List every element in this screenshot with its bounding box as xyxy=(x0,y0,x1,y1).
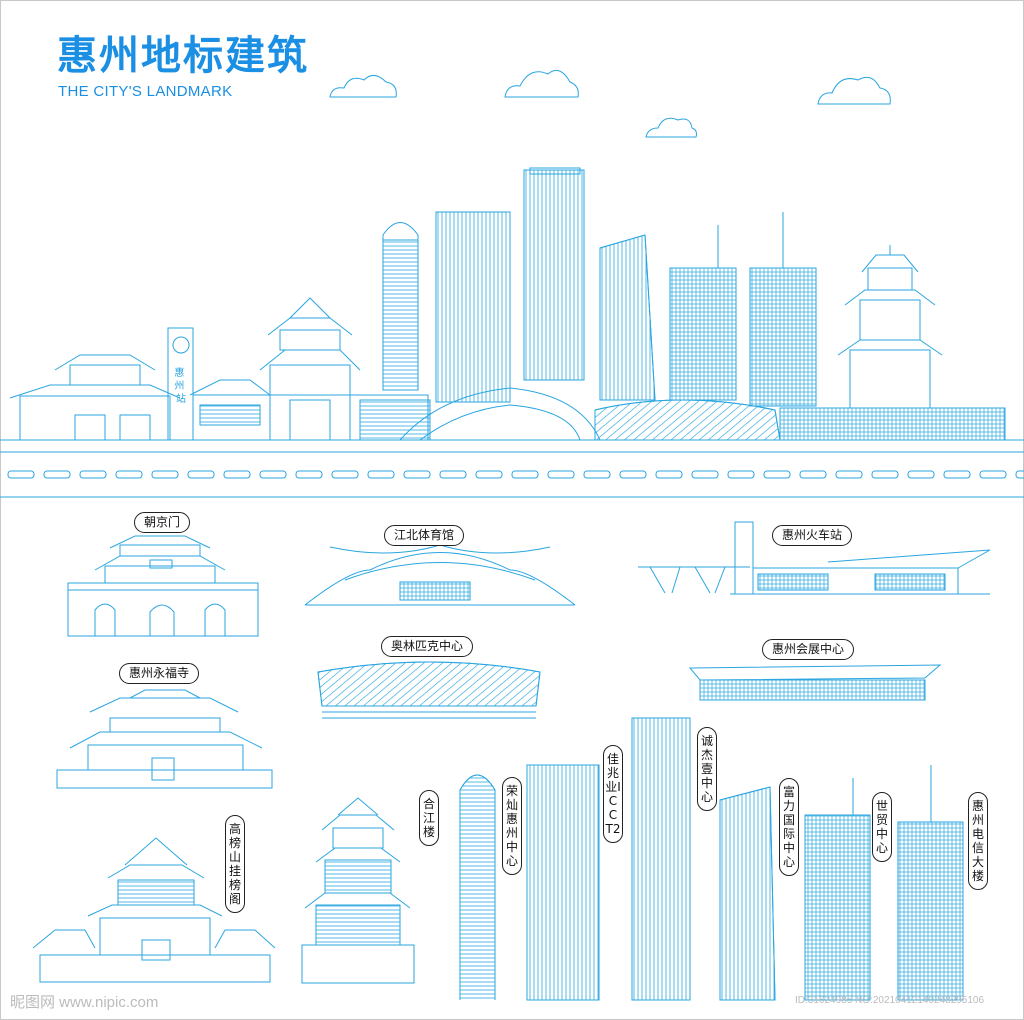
gaobang-pavilion-drawing xyxy=(32,837,276,983)
cloud-icon xyxy=(645,117,697,138)
watermark-left: 昵图网 www.nipic.com xyxy=(10,994,159,1011)
lane-dash xyxy=(655,470,683,479)
label-jiazhaoye-tower: 佳兆业ICC T2 xyxy=(603,745,623,843)
lane-dash xyxy=(331,470,359,479)
cloud-icon xyxy=(817,76,891,105)
lane-dash xyxy=(7,470,35,479)
lane-dash xyxy=(115,470,143,479)
jiazhaoye-tower-drawing xyxy=(526,764,600,1001)
lane-dash xyxy=(223,470,251,479)
lane-dash xyxy=(619,470,647,479)
page-subtitle: THE CITY'S LANDMARK xyxy=(58,83,233,100)
lane-dash xyxy=(799,470,827,479)
lane-dash xyxy=(547,470,575,479)
telecom-tower-drawing xyxy=(897,765,964,1001)
road xyxy=(0,451,1024,498)
lane-dash xyxy=(151,470,179,479)
jiangbei-gym-drawing xyxy=(304,544,576,606)
lane-dash xyxy=(43,470,71,479)
expo-center-drawing xyxy=(688,664,942,701)
cloud-icon xyxy=(329,75,397,98)
watermark-right: ID:31624985 NO:20210412140248295106 xyxy=(795,995,985,1006)
road-lane-markings xyxy=(7,470,1024,479)
olympic-center-drawing xyxy=(317,661,541,719)
page-title: 惠州地标建筑 xyxy=(57,33,309,79)
clock-tower-sign: 惠 州 站 xyxy=(174,366,187,405)
lane-dash xyxy=(727,470,755,479)
cloud-icon xyxy=(504,69,579,98)
label-fuli-tower: 富力国际中心 xyxy=(779,778,799,876)
train-station-drawing xyxy=(638,521,991,595)
label-expo-center: 惠州会展中心 xyxy=(762,639,855,660)
lane-dash xyxy=(1015,470,1024,479)
label-hejiang-tower: 合江楼 xyxy=(419,790,439,846)
chaojingmen-drawing xyxy=(67,535,259,637)
lane-dash xyxy=(835,470,863,479)
lane-dash xyxy=(79,470,107,479)
lane-dash xyxy=(367,470,395,479)
label-gaobang-pavilion: 高榜山挂榜阁 xyxy=(225,815,245,913)
lane-dash xyxy=(439,470,467,479)
lane-dash xyxy=(691,470,719,479)
lane-dash xyxy=(295,470,323,479)
rongcan-tower-drawing xyxy=(459,774,496,1000)
label-train-station: 惠州火车站 xyxy=(772,525,853,546)
label-olympic-center: 奥林匹克中心 xyxy=(381,636,474,657)
lane-dash xyxy=(871,470,899,479)
lane-dash xyxy=(583,470,611,479)
label-yongfu-temple: 惠州永福寺 xyxy=(119,663,200,684)
lane-dash xyxy=(763,470,791,479)
wtc-tower-drawing xyxy=(804,778,871,1001)
lane-dash xyxy=(259,470,287,479)
lane-dash xyxy=(943,470,971,479)
fuli-tower-drawing xyxy=(719,786,776,1001)
chengjie-tower-drawing xyxy=(631,717,691,1001)
skyline xyxy=(0,167,1024,441)
lane-dash xyxy=(475,470,503,479)
lane-dash xyxy=(511,470,539,479)
lane-dash xyxy=(907,470,935,479)
lane-dash xyxy=(979,470,1007,479)
label-wtc-tower: 世贸中心 xyxy=(872,792,892,862)
label-telecom-tower: 惠州电信大楼 xyxy=(968,792,988,890)
label-jiangbei-gym: 江北体育馆 xyxy=(384,525,465,546)
label-chaojingmen: 朝京门 xyxy=(134,512,191,533)
label-chengjie-tower: 诚杰壹中心 xyxy=(697,727,717,811)
lane-dash xyxy=(403,470,431,479)
yongfu-temple-drawing xyxy=(56,689,273,789)
label-rongcan-tower: 荣灿惠州中心 xyxy=(502,777,522,875)
lane-dash xyxy=(187,470,215,479)
hejiang-tower-drawing xyxy=(301,797,415,984)
